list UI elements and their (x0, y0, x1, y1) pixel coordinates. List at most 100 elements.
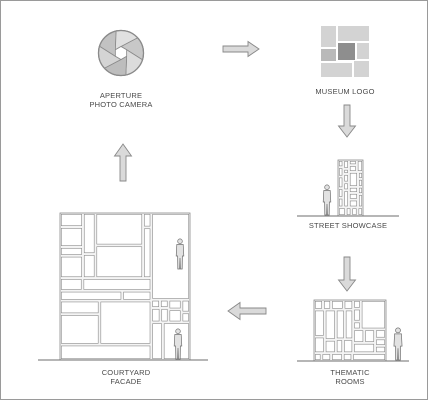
rooms-panel (365, 330, 375, 342)
showcase-panel (344, 174, 348, 182)
aperture-label-line1: APERTURE (99, 91, 143, 100)
facade-panel (182, 300, 189, 312)
facade-panel (182, 313, 189, 322)
rooms-panel (354, 343, 375, 353)
rooms-panel (376, 330, 385, 338)
flow-arrow-left (227, 301, 267, 321)
facade-panel (83, 279, 151, 290)
rooms-person-head (395, 327, 401, 334)
courtyard-facade-label: COURTYARD FACADE (102, 368, 151, 386)
rooms-panel (361, 300, 385, 329)
showcase-panel (358, 195, 363, 207)
facade-panel (152, 214, 190, 299)
facade-panel (60, 256, 82, 278)
rooms-panel (354, 330, 364, 342)
facade-balcony-person-head (177, 238, 183, 244)
showcase-panel (349, 200, 357, 207)
showcase-panel (344, 191, 348, 207)
aperture-opening (114, 46, 128, 60)
showcase-person-head (324, 184, 330, 190)
rooms-panel (314, 300, 322, 309)
showcase-panel (349, 166, 356, 171)
rooms-panel (332, 300, 343, 309)
facade-panel (60, 315, 99, 344)
courtyard-facade-illustration (38, 212, 208, 361)
showcase-panel (358, 179, 363, 186)
showcase-panel (349, 161, 356, 165)
rooms-panel (332, 354, 342, 360)
thematic-rooms-illustration (297, 299, 409, 362)
rooms-panel (344, 300, 353, 309)
facade-panel (160, 300, 168, 307)
courtyard-facade-label-line2: FACADE (110, 377, 142, 386)
thematic-rooms-label: THEMATIC ROOMS (330, 368, 369, 386)
showcase-person-body (322, 190, 332, 216)
facade-panel (96, 246, 143, 278)
rooms-panel (345, 310, 353, 339)
facade-panel (169, 300, 181, 309)
showcase-panel (349, 193, 357, 199)
facade-panel (83, 255, 95, 278)
flow-arrow-right (222, 40, 260, 58)
rooms-panel (354, 300, 360, 308)
facade-panel (60, 301, 99, 314)
facade-panel (83, 214, 95, 254)
rooms-panel (344, 340, 353, 353)
facade-person-head (175, 328, 181, 334)
rooms-panel (336, 340, 343, 353)
showcase-panel (358, 187, 363, 194)
facade-panel (60, 214, 82, 227)
showcase-panel (338, 168, 343, 176)
rooms-panel (314, 310, 324, 336)
showcase-panel (349, 187, 357, 192)
showcase-panel (357, 161, 363, 171)
facade-panel (60, 345, 151, 360)
thematic-rooms-label-line1: THEMATIC (330, 368, 370, 377)
rooms-panel (323, 300, 331, 309)
aperture-icon (97, 29, 145, 77)
rooms-panel (353, 354, 386, 360)
facade-panel (144, 214, 151, 227)
facade-panel (152, 308, 160, 322)
facade-panel (169, 310, 181, 322)
showcase-panel (349, 172, 357, 186)
facade-panel (100, 301, 151, 344)
flow-arrow-down (337, 104, 357, 138)
rooms-panel (343, 354, 352, 360)
showcase-panel (344, 161, 348, 168)
rooms-panel (336, 310, 344, 339)
showcase-panel (338, 189, 343, 197)
facade-panel (123, 291, 151, 300)
showcase-panel (346, 208, 351, 216)
rooms-panel (376, 339, 385, 345)
showcase-panel (338, 177, 343, 188)
flow-arrow-up (113, 143, 133, 182)
showcase-panel (352, 208, 357, 216)
showcase-panel (358, 208, 363, 216)
showcase-panel (344, 183, 348, 190)
showcase-panel (338, 161, 343, 167)
rooms-panel (376, 346, 385, 353)
facade-person-body (173, 334, 183, 360)
rooms-panel (325, 340, 335, 353)
facade-panel (152, 323, 162, 359)
rooms-person-body (393, 333, 403, 361)
facade-panel (96, 214, 143, 245)
rooms-panel (354, 322, 360, 329)
rooms-panel (322, 354, 331, 360)
aperture-label: APERTURE PHOTO CAMERA (89, 91, 152, 109)
facade-panel (144, 228, 151, 278)
rooms-panel (314, 337, 324, 353)
flow-arrows (113, 40, 357, 321)
museum-logo-icon (321, 26, 369, 77)
facade-panel (152, 300, 159, 307)
museum-logo-label: MUSEUM LOGO (315, 87, 375, 96)
rooms-panel (325, 310, 335, 339)
rooms-panel (314, 354, 321, 360)
showcase-panel (338, 208, 345, 216)
street-showcase-label: STREET SHOWCASE (308, 221, 388, 230)
street-showcase-illustration (297, 159, 399, 217)
aperture-label-line2: PHOTO CAMERA (89, 100, 153, 109)
